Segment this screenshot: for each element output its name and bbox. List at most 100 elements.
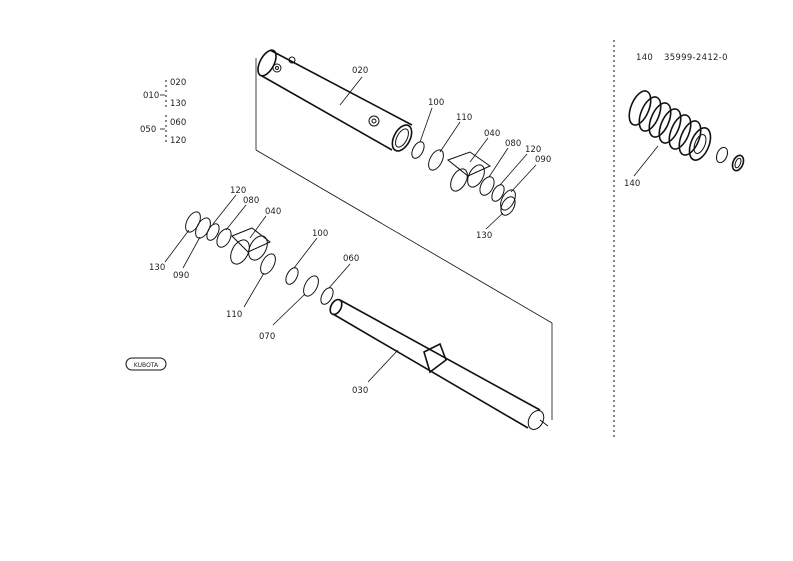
- frame-diagonal: [255, 149, 553, 324]
- leader-040: [469, 137, 489, 163]
- leader-130: [485, 212, 504, 230]
- logo-text: KUBOTA: [134, 362, 159, 369]
- upper-seal-set: 100 110 040 080 120 090 130: [411, 98, 551, 241]
- leader-080: [488, 147, 509, 178]
- leader-080: [225, 204, 247, 231]
- kit-ring: [628, 90, 652, 126]
- assembly-frame: [255, 58, 553, 420]
- gland-040-top: [231, 227, 271, 253]
- tube-pin-hole-inner: [275, 66, 279, 70]
- group-label-010: 010: [143, 91, 159, 101]
- gland-040-ring: [467, 164, 485, 188]
- label-130: 130: [476, 231, 492, 241]
- label-030: 030: [352, 386, 368, 396]
- tube-port: [288, 56, 296, 64]
- label-080: 080: [243, 196, 259, 206]
- label-130: 130: [149, 263, 165, 273]
- leader-120: [499, 153, 528, 186]
- seal-080: [479, 176, 495, 196]
- group-label-050: 050: [140, 125, 156, 135]
- leader-040: [249, 215, 267, 239]
- tube-open-end: [391, 124, 413, 152]
- leader-020: [339, 76, 363, 106]
- kit-number: 140: [636, 53, 653, 63]
- tube-pin-hole: [272, 63, 282, 73]
- group-item-130: 130: [170, 99, 186, 109]
- kit-ring: [658, 108, 682, 144]
- leader-130: [164, 229, 190, 263]
- o-ring-100: [411, 141, 425, 159]
- label-120: 120: [230, 186, 246, 196]
- gland-040: [230, 239, 250, 265]
- label-090: 090: [173, 271, 189, 281]
- kit-ring: [668, 114, 692, 150]
- label-090: 090: [535, 155, 551, 165]
- rod-end-stub: [539, 419, 549, 427]
- gland-040-top: [446, 151, 492, 177]
- leader-140: [633, 145, 659, 177]
- kit-small-ring: [715, 146, 729, 164]
- label-060: 060: [343, 254, 359, 264]
- leader-110: [243, 272, 265, 308]
- label-110: 110: [226, 310, 242, 320]
- kit-ring: [648, 102, 672, 138]
- tube-top-edge: [269, 49, 413, 126]
- label-140: 140: [624, 179, 640, 189]
- group-item-120: 120: [170, 136, 186, 146]
- kit-snap-ring-inner: [734, 157, 742, 169]
- rod-tip: [329, 298, 343, 316]
- kubota-logo: KUBOTA: [125, 357, 167, 371]
- group-item-060: 060: [170, 118, 186, 128]
- label-100: 100: [428, 98, 444, 108]
- rod-collar: [423, 342, 447, 374]
- leader-100: [419, 107, 433, 143]
- snap-ring-130: [500, 196, 516, 216]
- backup-ring-110: [428, 149, 444, 171]
- kit-part-number: 35999-2412-0: [664, 53, 728, 63]
- leader-070: [272, 293, 306, 326]
- o-ring-060: [320, 287, 334, 305]
- group-item-020: 020: [170, 78, 186, 88]
- o-ring-100: [285, 267, 299, 285]
- kit-ring: [678, 120, 702, 156]
- tube-clevis-end: [257, 49, 277, 77]
- kit-ring: [638, 96, 662, 132]
- seal-kit-panel: 140 35999-2412-0 140: [624, 53, 745, 189]
- leader-090: [510, 164, 537, 193]
- label-100: 100: [312, 229, 328, 239]
- kit-ring: [688, 127, 712, 161]
- label-020: 020: [352, 66, 368, 76]
- tube-port-lower: [368, 115, 380, 127]
- tube-bottom-edge: [261, 75, 393, 151]
- lower-seal-set: 130 090 120 080 040 110 100 070 060: [149, 186, 359, 342]
- leader-090: [182, 236, 201, 269]
- rod-end: [527, 410, 545, 430]
- wiper-090: [500, 189, 516, 211]
- kit-ring-inner: [693, 134, 707, 154]
- leader-120: [212, 194, 237, 225]
- seal-080: [216, 228, 232, 248]
- piston-rod: 030: [329, 298, 549, 430]
- tube-port-lower-inner: [371, 118, 377, 124]
- label-080: 080: [505, 139, 521, 149]
- tube-open-end-inner: [395, 128, 409, 148]
- label-040: 040: [484, 129, 500, 139]
- gland-040-ring: [248, 235, 268, 261]
- label-110: 110: [456, 113, 472, 123]
- rod-top-edge: [339, 299, 541, 411]
- leader-110: [439, 121, 461, 153]
- cylinder-tube: 020: [257, 49, 413, 152]
- gland-040: [450, 168, 468, 192]
- label-120: 120: [525, 145, 541, 155]
- logo-outline: [125, 357, 167, 371]
- label-040: 040: [265, 207, 281, 217]
- group-reference-block: 010 050 020 130 060 120: [140, 78, 186, 146]
- backup-ring-110: [260, 253, 276, 275]
- leader-030: [367, 349, 399, 383]
- seal-kit-stack: [628, 90, 745, 172]
- ring-120: [491, 184, 505, 202]
- ring-120: [206, 223, 220, 241]
- leader-060: [328, 263, 351, 289]
- kit-snap-ring: [731, 154, 745, 172]
